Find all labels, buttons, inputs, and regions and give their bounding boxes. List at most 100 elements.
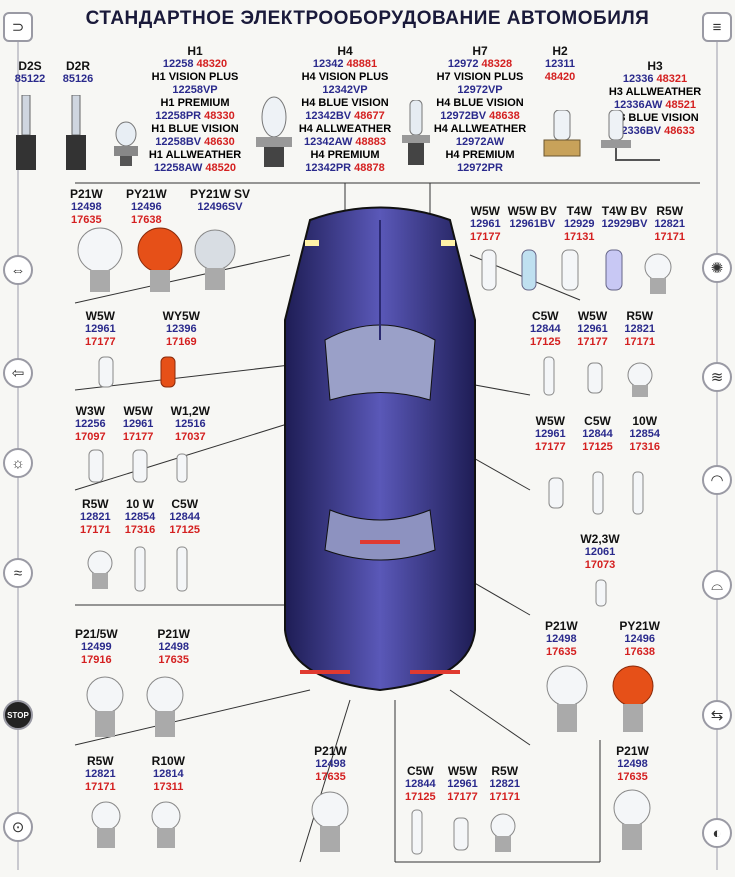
- variant: H1 PREMIUM: [160, 97, 230, 109]
- code: 48883: [355, 136, 386, 148]
- bulb-h4: H4 12342 48881 H4 VISION PLUS 12342VP H4…: [295, 45, 395, 175]
- variant: H4 VISION PLUS: [301, 71, 389, 83]
- group-dashboard-bulbs: [88, 449, 188, 483]
- bulb-name: H2: [552, 44, 568, 58]
- code: 12496SV: [197, 201, 243, 213]
- bulb-name: W5W: [470, 204, 500, 218]
- code: 12844: [169, 511, 200, 523]
- h2-bulb-icon: [543, 110, 581, 157]
- code: 12498: [158, 641, 189, 653]
- variant: H4 BLUE VISION: [301, 97, 389, 109]
- code: 12498: [617, 758, 648, 770]
- group-rear-fog-bulb: [613, 789, 651, 850]
- bulb-h2: H2 12311 48420: [540, 45, 580, 84]
- code: 12961: [447, 778, 478, 790]
- bulb-code: 85126: [62, 73, 94, 85]
- bulb-name: PY21W: [125, 187, 167, 201]
- code: 12498: [315, 758, 346, 770]
- h1-bulb-icon: [114, 121, 138, 166]
- code: 17316: [124, 524, 156, 536]
- code: 17638: [131, 214, 162, 226]
- bulb-name: W5W BV: [507, 204, 557, 218]
- code: 48420: [544, 71, 576, 83]
- bulb-code: 85122: [14, 73, 46, 85]
- code: 17171: [80, 524, 111, 536]
- bulb-h3: H3 12336 48321 H3 ALLWEATHER 12336AW 485…: [605, 60, 705, 138]
- code: 17635: [315, 771, 346, 783]
- code: 12814: [153, 768, 184, 780]
- code: 12929BV: [601, 218, 648, 230]
- code: 12498: [546, 633, 577, 645]
- code: 12258BV: [155, 136, 202, 148]
- group-reverse: P21W 12498 17635: [308, 745, 353, 784]
- code: 17635: [71, 214, 102, 226]
- bulb-name: T4W: [566, 204, 592, 218]
- code: 48321: [656, 73, 688, 85]
- group-glovebox: W2,3W 12061 17073: [570, 533, 630, 572]
- code: 12342AW: [304, 136, 353, 148]
- code: 48878: [354, 162, 385, 174]
- code: 17171: [624, 336, 655, 348]
- rear-fog-icon: ◐: [702, 818, 732, 848]
- turn-signal-icon: ⇦: [3, 358, 33, 388]
- code: 12972VP: [457, 84, 503, 96]
- bulb-name: P21W: [616, 744, 649, 758]
- group-interior-rear-bulbs: [548, 471, 644, 515]
- code: 12844: [405, 778, 436, 790]
- low-beam-icon: ⊃: [3, 12, 33, 42]
- h7-bulb-icon: [402, 100, 430, 165]
- variant: H1 ALLWEATHER: [148, 149, 242, 161]
- code: 48638: [489, 110, 520, 122]
- rail-line: [716, 40, 718, 870]
- stop-icon: STOP: [3, 700, 33, 730]
- code: 17125: [530, 336, 561, 348]
- bulb-name: PY21W: [619, 619, 660, 633]
- code: 12854: [629, 428, 660, 440]
- code: 12258AW: [154, 162, 203, 174]
- group-reverse-bulb: [311, 791, 349, 852]
- code: 12336: [622, 73, 654, 85]
- code: 12342: [312, 58, 344, 70]
- code: 48520: [205, 162, 236, 174]
- h4-bulb-icon: [256, 96, 292, 167]
- code: 12821: [80, 511, 111, 523]
- bulb-name: T4W BV: [601, 204, 648, 218]
- dome-light-icon: ☼: [3, 448, 33, 478]
- group-rear-turn-bulbs: [546, 665, 654, 732]
- glove-box-light-icon: ✺: [702, 253, 732, 283]
- code: 12496: [131, 201, 162, 213]
- code: 17916: [81, 654, 112, 666]
- code: 12336AW: [614, 99, 663, 111]
- bulb-name: W3W: [75, 404, 105, 418]
- variant: H1 BLUE VISION: [151, 123, 239, 135]
- bulb-name: R5W: [86, 754, 114, 768]
- bulb-d2s: D2S 85122: [10, 60, 50, 86]
- group-rear-stop-bulbs: [86, 676, 184, 737]
- code: 12396: [166, 323, 197, 335]
- code: 12516: [175, 418, 206, 430]
- code: 17171: [654, 231, 685, 243]
- code: 12061: [584, 546, 616, 558]
- variant: H1 VISION PLUS: [151, 71, 239, 83]
- code: 12258VP: [172, 84, 218, 96]
- fog-light-icon: ≈: [3, 558, 33, 588]
- reverse-light-icon: ⊙: [3, 812, 33, 842]
- bulb-name: 10 W: [125, 497, 154, 511]
